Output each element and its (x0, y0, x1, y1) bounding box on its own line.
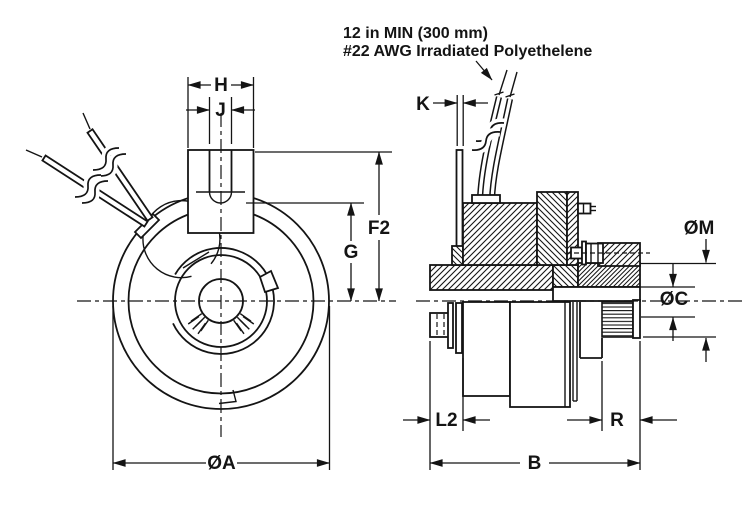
collar-plate (447, 302, 454, 349)
bearing-boss (597, 242, 641, 267)
wire-break-marks-side (471, 118, 505, 155)
wire-upper-stripped-tip (82, 112, 91, 130)
note-line-2: #22 AWG Irradiated Polyethelene (343, 43, 592, 60)
note-leader-arrow (475, 60, 493, 81)
wire-stripped-tip (498, 69, 508, 96)
coil-section (462, 202, 538, 266)
dim-label-b: B (528, 453, 542, 474)
rotor-face-arc (172, 247, 275, 355)
dim-label-l2: L2 (435, 410, 457, 431)
front-view (25, 112, 396, 437)
armature-foot (451, 245, 464, 266)
note-line-1: 12 in MIN (300 mm) (343, 25, 488, 42)
armature-lower-edge (455, 302, 463, 354)
field-flange-right (552, 264, 579, 288)
side-view-dimensions: K ØM ØC L2 R B (403, 94, 716, 474)
dim-label-dia-a: ØA (207, 453, 236, 474)
dim-label-h: H (214, 75, 228, 96)
dim-label-r: R (610, 410, 624, 431)
housing-step-detail (218, 389, 237, 405)
lead-wires-front (25, 112, 161, 240)
wire-note: 12 in MIN (300 mm) #22 AWG Irradiated Po… (343, 25, 592, 81)
front-view-dimensions: H J F2 G ØA (112, 75, 392, 474)
dim-label-k: K (416, 94, 430, 115)
field-flange-left (429, 264, 554, 291)
lead-wires-side (471, 69, 518, 204)
dim-label-f2: F2 (368, 218, 390, 239)
coil-housing-od (462, 301, 511, 397)
dim-label-dia-m: ØM (684, 218, 715, 239)
terminal-cap (471, 194, 501, 204)
rotor-face-band (552, 286, 641, 302)
top-screw (577, 202, 592, 215)
collar-chamfer-line (182, 251, 210, 269)
wire-lower-stripped-tip (25, 149, 43, 158)
wire-break-marks (74, 143, 127, 208)
retainer-plate-section (566, 191, 579, 266)
wire-stripped-tip (509, 71, 518, 98)
rotor-core-section (536, 191, 568, 266)
dim-label-g: G (344, 242, 359, 263)
anti-rotation-tab (258, 269, 280, 294)
dim-label-dia-c: ØC (660, 289, 689, 310)
rotor-cup-od (509, 301, 571, 408)
spline-ticks-right (233, 313, 255, 335)
spline-ticks-left (187, 313, 209, 335)
armature-plate (455, 149, 464, 248)
side-view-lower-outline (429, 299, 641, 408)
dim-label-j: J (215, 100, 226, 121)
side-view (416, 69, 744, 408)
splined-hub (601, 301, 634, 338)
hub-end-cap (632, 299, 641, 339)
